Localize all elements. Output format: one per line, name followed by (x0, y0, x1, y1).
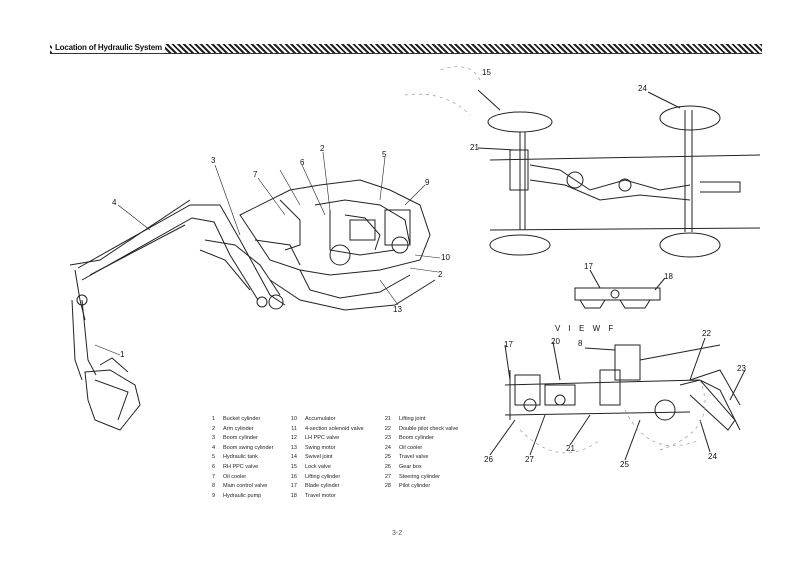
callout-10: 10 (441, 253, 450, 262)
leader-lines-left (94, 151, 441, 356)
view-detail-schematic (574, 269, 666, 309)
view-label: V I E W F (555, 324, 617, 333)
callout-1: 4 (112, 198, 117, 207)
machine-body-drawing (239, 179, 436, 311)
callout-25: 25 (620, 460, 629, 469)
callout-24b: 24 (708, 452, 717, 461)
callout-15: 15 (482, 68, 491, 77)
callout-21: 21 (470, 143, 479, 152)
callout-21b: 21 (566, 444, 575, 453)
callout-3: 3 (211, 156, 216, 165)
boom-arm-drawing (69, 199, 286, 431)
callout-26: 26 (484, 455, 493, 464)
callout-18: 18 (664, 272, 673, 281)
callout-13: 13 (393, 305, 402, 314)
callout-22: 22 (702, 329, 711, 338)
callout-20: 20 (551, 337, 560, 346)
callout-17b: 17 (504, 340, 513, 349)
callout-27: 27 (525, 455, 534, 464)
callout-6: 6 (300, 158, 305, 167)
callout-24a: 24 (638, 84, 647, 93)
callout-2b: 2 (438, 270, 443, 279)
callout-1b: 1 (120, 350, 125, 359)
callout-5: 5 (382, 150, 387, 159)
header-bar (50, 44, 762, 54)
callout-17: 17 (584, 262, 593, 271)
top-view-schematic (477, 89, 761, 258)
bottom-view-schematic (489, 337, 746, 461)
page-number: 3-2 (392, 530, 403, 537)
callout-2: 2 (320, 144, 325, 153)
callout-7: 7 (253, 170, 258, 179)
page-title: Location of Hydraulic System (52, 43, 165, 53)
callout-8: 8 (578, 339, 583, 348)
callout-23: 23 (737, 364, 746, 373)
callout-9: 9 (425, 178, 430, 187)
